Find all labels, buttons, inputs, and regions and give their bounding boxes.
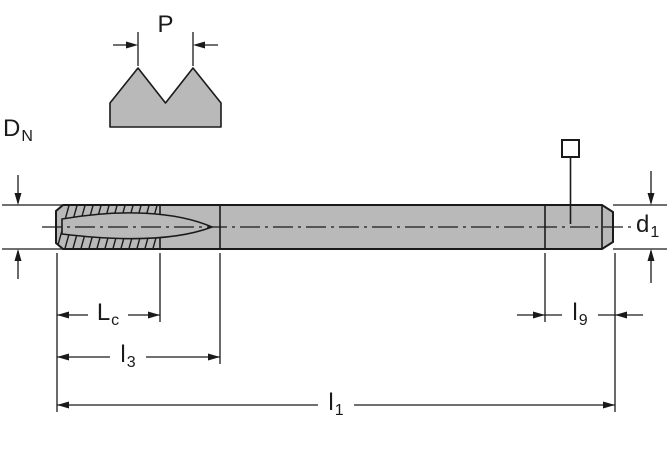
label-shank-diameter: d1 — [636, 211, 659, 241]
dimension-thread-length — [57, 253, 221, 364]
label-l9-sub: 9 — [578, 312, 588, 329]
label-chamfer-length: Lc — [88, 299, 128, 329]
label-l1-main: l — [328, 389, 334, 416]
label-overall-length: l1 — [318, 389, 354, 419]
label-l3-main: l — [120, 341, 126, 368]
label-nominal-diameter: DN — [3, 115, 33, 145]
thread-profile-shape — [109, 67, 222, 128]
thread-profile-detail — [109, 32, 222, 128]
label-thread-length: l3 — [110, 341, 146, 371]
square-drive-symbol — [561, 139, 580, 158]
label-l1-sub: 1 — [334, 402, 344, 419]
dimension-shank-diameter — [613, 171, 667, 283]
tap-body — [42, 139, 634, 250]
label-dn-main: D — [3, 115, 21, 142]
dimension-overall-length — [57, 401, 615, 409]
label-pitch-main: P — [157, 11, 174, 38]
label-d1-sub: 1 — [650, 224, 660, 241]
dimension-square-length — [517, 253, 643, 412]
label-l3-sub: 3 — [126, 354, 136, 371]
label-dn-sub: N — [21, 128, 33, 145]
label-square-length: l9 — [561, 299, 599, 329]
label-l9-main: l — [572, 299, 578, 326]
pitch-arrowhead-left — [126, 41, 138, 49]
pitch-arrowhead-right — [193, 41, 205, 49]
label-pitch: P — [148, 13, 184, 37]
label-lc-main: L — [96, 299, 111, 326]
dimension-nominal-diameter — [2, 175, 64, 279]
label-lc-sub: c — [111, 312, 120, 329]
label-d1-main: d — [636, 211, 650, 238]
dimension-chamfer-length — [56, 253, 161, 412]
